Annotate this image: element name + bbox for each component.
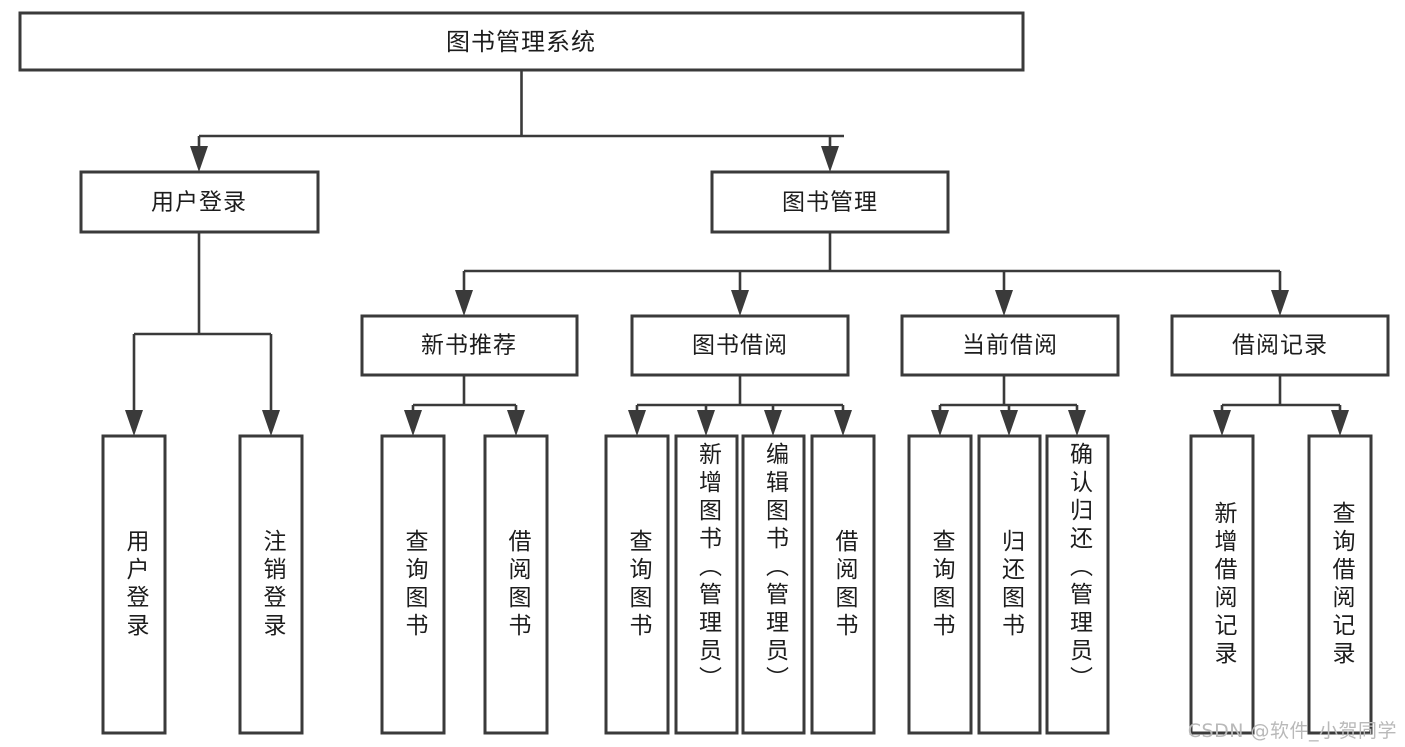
node-new-book-recommend[interactable]: 新书推荐 xyxy=(360,314,579,377)
arrow-head-record-child-1 xyxy=(1213,410,1231,436)
arrow-head-current-child-3 xyxy=(1068,410,1086,436)
node-book-borrow-rect[interactable] xyxy=(630,314,850,377)
leaf-rect-query-record[interactable] xyxy=(1307,434,1373,735)
node-current-borrow-label: 当前借阅 xyxy=(962,333,1058,359)
node-book-management-label: 图书管理 xyxy=(782,190,878,216)
node-book-borrow-label: 图书借阅 xyxy=(692,333,788,359)
node-layer: 图书管理系统 用户登录 图书管理 新书推荐 图书借阅 当前 xyxy=(18,11,1390,735)
csdn-watermark: CSDN @软件_小贺同学 xyxy=(1187,720,1397,742)
arrow-head-newbook-child-2 xyxy=(507,410,525,436)
arrow-head-current-child-2 xyxy=(1000,410,1018,436)
node-user-login-label: 用户登录 xyxy=(151,190,247,216)
leaf-rect-logout[interactable] xyxy=(238,434,304,735)
leaf-rect-query-book-c[interactable] xyxy=(907,434,973,735)
node-current-borrow-rect[interactable] xyxy=(900,314,1120,377)
node-borrow-record-label: 借阅记录 xyxy=(1232,333,1328,359)
arrow-head-record xyxy=(1271,290,1289,316)
arrow-head-bookmgmt xyxy=(821,146,839,172)
leaf-rect-return-book[interactable] xyxy=(977,434,1042,735)
leaf-rect-user-login[interactable] xyxy=(101,434,167,735)
node-root-rect[interactable] xyxy=(18,11,1025,72)
node-borrow-record[interactable]: 借阅记录 xyxy=(1170,314,1390,377)
connector-layer xyxy=(125,70,1349,436)
arrow-head-borrow xyxy=(731,290,749,316)
leaf-rect-confirm-return[interactable] xyxy=(1045,434,1110,735)
node-book-management[interactable]: 图书管理 xyxy=(710,170,950,234)
arrow-head-current xyxy=(995,290,1013,316)
leaf-rect-query-book-a[interactable] xyxy=(380,434,446,735)
node-book-borrow[interactable]: 图书借阅 xyxy=(630,314,850,377)
node-current-borrow[interactable]: 当前借阅 xyxy=(900,314,1120,377)
arrow-head-login-child-2 xyxy=(262,410,280,436)
node-new-book-recommend-label: 新书推荐 xyxy=(421,333,517,359)
node-new-book-recommend-rect[interactable] xyxy=(360,314,579,377)
leaf-rect-borrow-book-b[interactable] xyxy=(810,434,876,735)
node-borrow-record-rect[interactable] xyxy=(1170,314,1390,377)
leaf-rect-add-record[interactable] xyxy=(1189,434,1255,735)
arrow-head-newbook xyxy=(455,290,473,316)
leaf-rect-add-book[interactable] xyxy=(674,434,739,735)
arrow-head-borrow-child-2 xyxy=(697,410,715,436)
node-root-label: 图书管理系统 xyxy=(446,28,596,56)
node-book-management-rect[interactable] xyxy=(710,170,950,234)
node-root[interactable]: 图书管理系统 xyxy=(18,11,1025,72)
arrow-head-borrow-child-1 xyxy=(628,410,646,436)
arrow-head-login-child-1 xyxy=(125,410,143,436)
arrow-head-borrow-child-3 xyxy=(764,410,782,436)
arrow-head-current-child-1 xyxy=(931,410,949,436)
arrow-head-record-child-2 xyxy=(1331,410,1349,436)
arrow-head-login xyxy=(190,146,208,172)
arrow-head-newbook-child-1 xyxy=(404,410,422,436)
node-user-login-rect[interactable] xyxy=(79,170,320,234)
node-user-login[interactable]: 用户登录 xyxy=(79,170,320,234)
leaf-rect-query-book-b[interactable] xyxy=(604,434,670,735)
arrow-head-borrow-child-4 xyxy=(834,410,852,436)
leaf-rect-borrow-book-a[interactable] xyxy=(483,434,549,735)
leaf-rect-edit-book[interactable] xyxy=(741,434,806,735)
